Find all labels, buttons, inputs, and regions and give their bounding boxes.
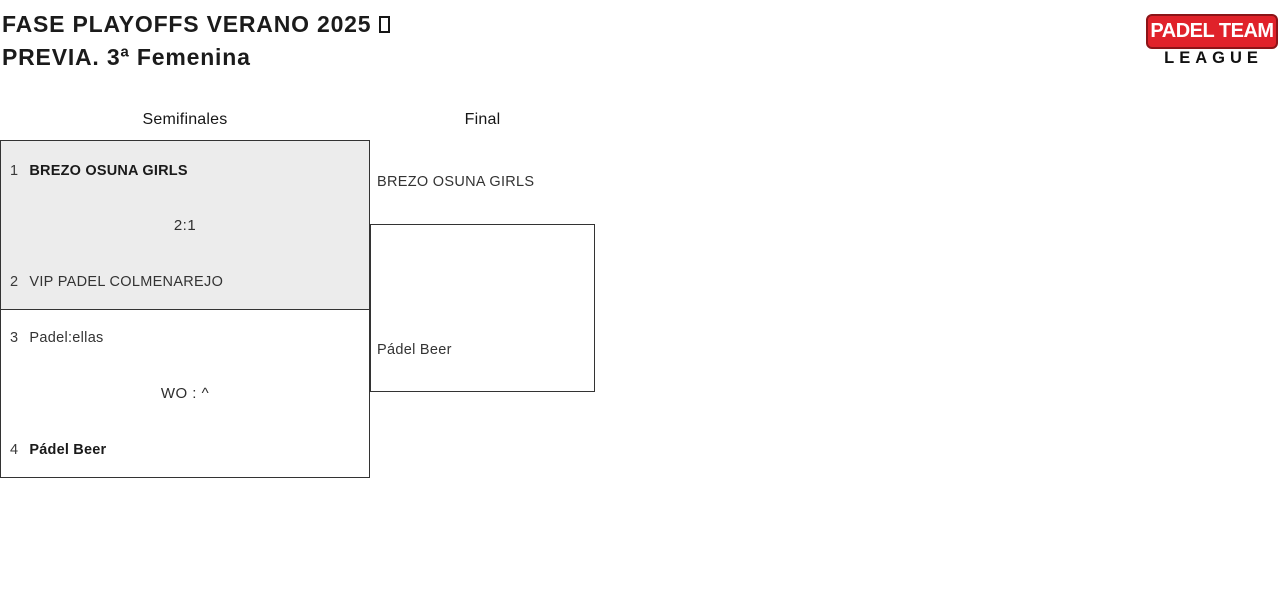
team-seed: 1 xyxy=(10,163,19,179)
match-score: WO : ^ xyxy=(160,385,210,402)
page-title-line1-text: FASE PLAYOFFS VERANO 2025 xyxy=(2,11,372,37)
team-row: 1 BREZO OSUNA GIRLS xyxy=(10,161,363,181)
missing-emoji-glyph-icon xyxy=(379,16,391,33)
match-semifinal-2: 3 Padel:ellas WO : ^ 4 Pádel Beer xyxy=(0,309,370,478)
page-title-line1: FASE PLAYOFFS VERANO 2025 xyxy=(2,8,391,41)
team-row: 3 Padel:ellas xyxy=(10,328,363,348)
team-row: 4 Pádel Beer xyxy=(10,440,363,460)
team-name: Padel:ellas xyxy=(29,330,104,346)
page-title: FASE PLAYOFFS VERANO 2025 PREVIA. 3ª Fem… xyxy=(2,8,391,74)
team-seed: 2 xyxy=(10,274,19,290)
match-semifinal-1: 1 BREZO OSUNA GIRLS 2:1 2 VIP PADEL COLM… xyxy=(0,140,370,310)
final-team-bottom: Pádel Beer xyxy=(377,342,452,358)
match-final-box xyxy=(370,224,595,392)
match-score: 2:1 xyxy=(173,217,197,234)
team-name: VIP PADEL COLMENAREJO xyxy=(29,274,224,290)
round-header-final: Final xyxy=(464,111,501,128)
team-row: 2 VIP PADEL COLMENAREJO xyxy=(10,272,363,292)
page-title-line2: PREVIA. 3ª Femenina xyxy=(2,44,251,70)
padel-team-league-logo[interactable]: PADEL TEAM LEAGUE xyxy=(1146,14,1278,68)
logo-padel-team-text: PADEL TEAM xyxy=(1146,14,1278,49)
team-seed: 4 xyxy=(10,442,19,458)
final-team-top: BREZO OSUNA GIRLS xyxy=(377,174,535,190)
team-seed: 3 xyxy=(10,330,19,346)
round-header-semifinals: Semifinales xyxy=(142,111,228,128)
logo-league-text: LEAGUE xyxy=(1164,49,1263,67)
team-name: Pádel Beer xyxy=(29,442,107,458)
team-name: BREZO OSUNA GIRLS xyxy=(29,163,188,179)
